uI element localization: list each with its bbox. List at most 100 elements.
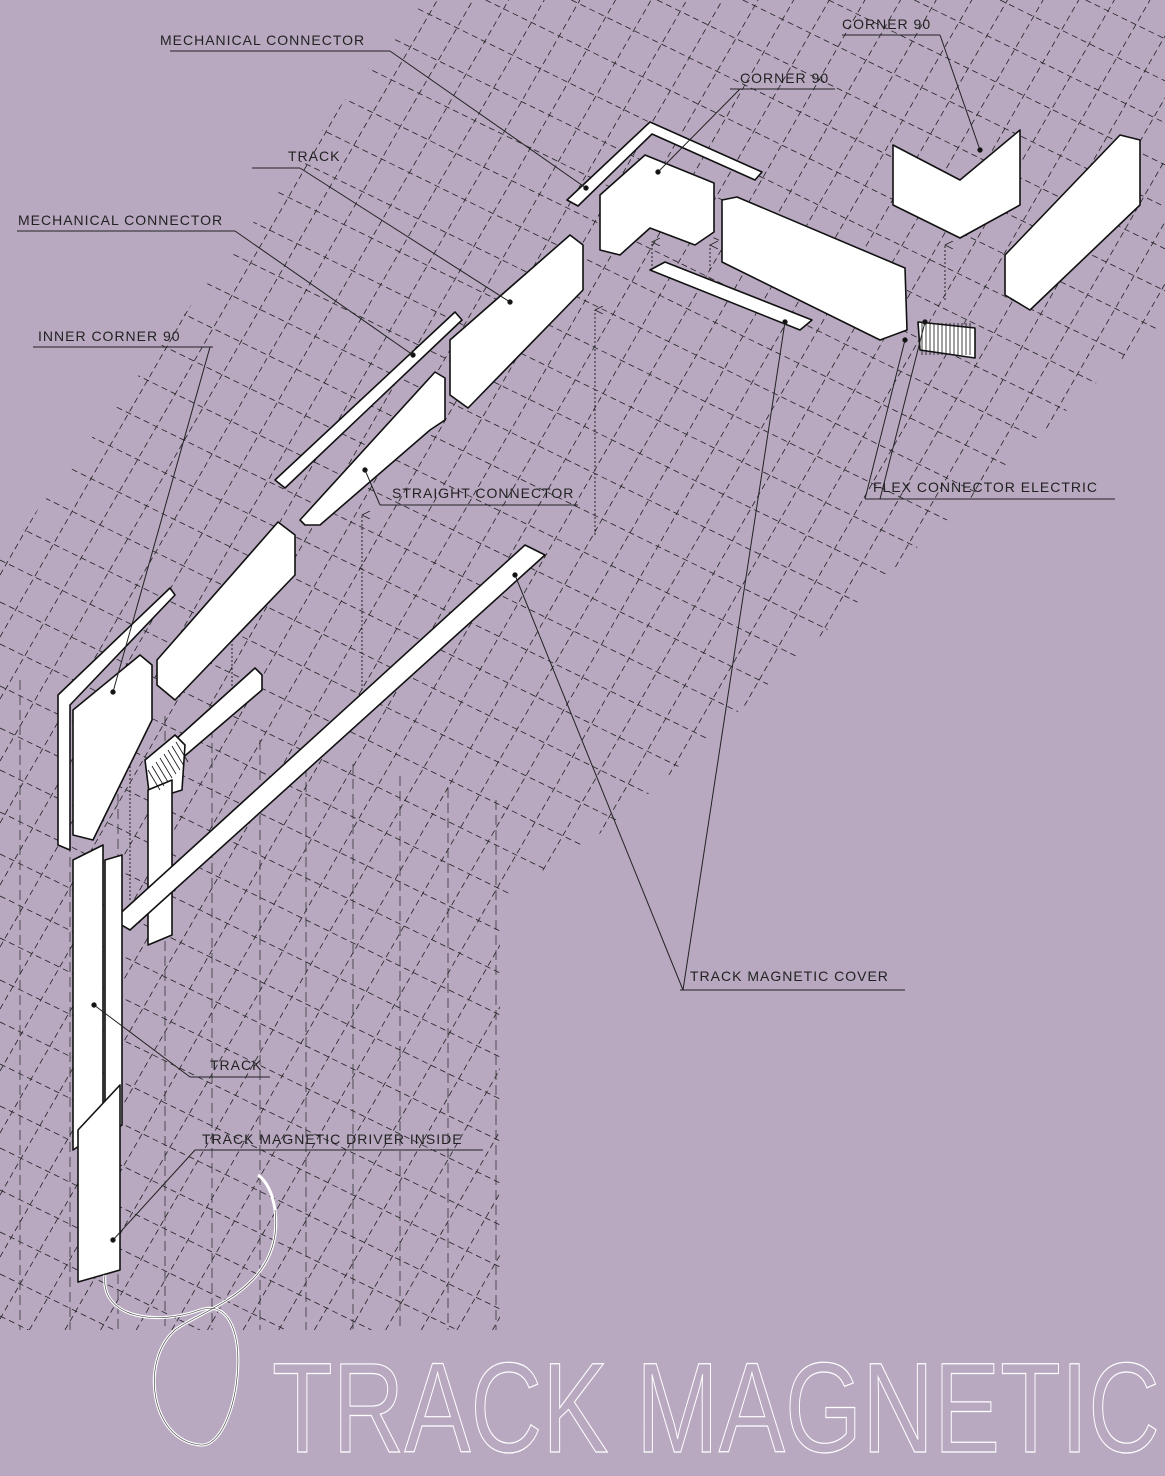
leader-dot — [362, 467, 368, 473]
assembly-arrows — [130, 242, 945, 900]
leader-line — [112, 1149, 196, 1241]
grid-line — [0, 517, 1165, 1090]
grid-line — [0, 0, 46, 80]
grid-line — [919, 903, 1165, 1330]
grid-line — [0, 0, 438, 762]
leader-line — [112, 346, 211, 693]
corner-90-right — [892, 129, 1021, 239]
grid-line — [385, 0, 1151, 1330]
grid-line — [278, 0, 1044, 1330]
grid-line — [1085, 0, 1165, 40]
leader-line — [879, 321, 926, 500]
label-corner-90-right: CORNER 90 — [842, 16, 932, 32]
grid-line — [56, 0, 1165, 544]
flex-rib — [167, 749, 181, 771]
grid-line — [527, 221, 1165, 1330]
leader-line — [682, 321, 786, 991]
grid-line — [563, 283, 1165, 1330]
label-track-magnetic-cover: TRACK MAGNETIC COVER — [690, 968, 889, 984]
grid-line — [0, 1189, 286, 1330]
grid-line — [0, 0, 296, 514]
straight-connector — [299, 371, 446, 526]
grid-line — [0, 1231, 201, 1330]
grid-line — [0, 13, 1165, 586]
label-corner-90-mid: CORNER 90 — [740, 70, 830, 86]
grid-line — [0, 1147, 372, 1330]
vertical-track-outer — [72, 844, 104, 1151]
grid-line — [741, 593, 1165, 1330]
flex-connector-right — [917, 321, 976, 359]
label-straight-connector: STRAIGHT CONNECTOR — [392, 485, 575, 501]
leader-dot — [110, 1237, 116, 1243]
flex-rib — [159, 757, 173, 779]
grid-line — [0, 0, 189, 328]
mechanical-connector-top — [566, 121, 763, 207]
label-track-magnetic-driver-inside: TRACK MAGNETIC DRIVER INSIDE — [202, 1131, 463, 1147]
grid-line — [0, 853, 972, 1330]
track-right-end — [1004, 134, 1141, 311]
leader-line — [93, 1004, 191, 1078]
grid-line — [0, 0, 82, 142]
vertical-guides — [19, 680, 497, 1330]
grid-line — [999, 0, 1165, 82]
leader-line — [234, 230, 414, 356]
grid-line — [0, 0, 403, 700]
grid-line — [670, 469, 1165, 1330]
leader-line — [364, 469, 381, 506]
track-right-long — [721, 196, 908, 341]
leader-lines — [17, 34, 1115, 1243]
vertical-track-inner — [104, 854, 123, 1136]
leader-line — [864, 339, 906, 500]
grid-line — [0, 223, 1165, 796]
leader-dot — [655, 169, 661, 175]
inner-corner-90 — [72, 654, 153, 841]
grid-line — [848, 779, 1165, 1330]
label-track-bottom: TRACK — [210, 1057, 263, 1073]
label-inner-corner-90: INNER CORNER 90 — [38, 328, 181, 344]
grid-line — [0, 0, 759, 1320]
track-left — [156, 521, 296, 701]
leader-dot — [91, 1002, 97, 1008]
leader-dot — [922, 319, 928, 325]
flex-rib — [163, 753, 177, 775]
grid-line — [0, 349, 1165, 922]
grid-line — [0, 895, 886, 1330]
leader-dot — [902, 337, 908, 343]
grid-line — [135, 0, 901, 1330]
grid-line — [914, 0, 1165, 124]
grid-line — [399, 0, 1165, 376]
flex-rib — [147, 769, 161, 791]
grid-line — [171, 0, 937, 1330]
power-cable-outline — [104, 1209, 277, 1446]
title-track-magnetic: TRACK MAGNETIC — [272, 1337, 1160, 1476]
grid-line — [64, 0, 830, 1330]
grid-line — [0, 0, 581, 1010]
flex-rib — [171, 745, 185, 767]
grid-line — [634, 407, 1165, 1330]
grid-line — [812, 717, 1165, 1330]
grid-line — [1026, 1089, 1165, 1330]
leader-dot — [782, 319, 788, 325]
label-mechanical-connector-top: MECHANICAL CONNECTOR — [160, 32, 366, 48]
leader-line — [657, 88, 741, 173]
grid-line — [0, 0, 331, 576]
leader-dot — [583, 185, 589, 191]
grid-line — [242, 0, 1008, 1330]
mechanical-connector-left — [57, 587, 176, 851]
grid-line — [0, 1273, 115, 1330]
corner-90-mid — [599, 154, 715, 256]
grid-line — [0, 1315, 29, 1330]
grid-line — [0, 0, 652, 1134]
grid-line — [991, 1027, 1165, 1330]
magnetic-cover-right — [649, 261, 813, 331]
grid-line — [955, 965, 1165, 1330]
grid-line — [777, 655, 1165, 1330]
grid-line — [314, 0, 1080, 1330]
leader-dot — [977, 147, 983, 153]
track-with-driver — [77, 1084, 121, 1283]
label-track-top: TRACK — [288, 148, 341, 164]
grid-line — [492, 159, 1165, 1330]
grid-line — [207, 0, 973, 1330]
vertical-straight-connector — [147, 779, 173, 946]
